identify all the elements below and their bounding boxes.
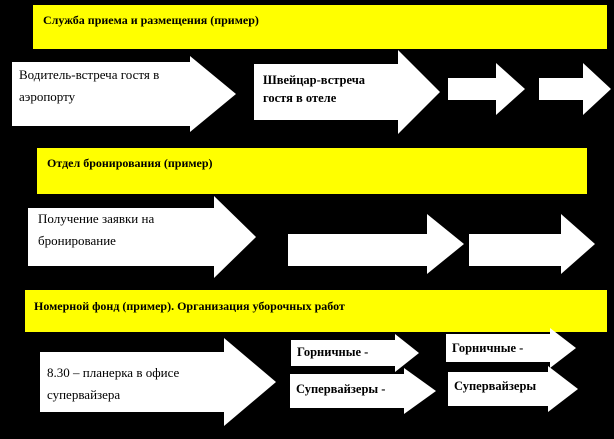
arrow-empty-step [448, 63, 525, 115]
step-label-line: 8.30 – планерка в офисе [47, 365, 180, 380]
arrow-shape [469, 214, 595, 274]
step-label-line: бронирование [38, 233, 116, 248]
step-label-line: Швейцар-встреча [263, 73, 366, 87]
arrow-supervisors: Супервайзеры - [290, 368, 436, 414]
section-band-reception: Служба приема и размещения (пример) [33, 5, 607, 49]
arrow-shape [28, 196, 256, 278]
arrow-shape [288, 214, 464, 274]
arrow-booking-request: Получение заявки на бронирование [28, 196, 256, 278]
step-label-line: аэропорту [19, 89, 76, 104]
arrow-shape [40, 338, 276, 426]
arrow-shape [12, 56, 236, 132]
section-band-housekeeping: Номерной фонд (пример). Организация убор… [25, 290, 607, 332]
section-title-booking: Отдел бронирования (пример) [47, 156, 213, 170]
section-band-booking: Отдел бронирования (пример) [37, 148, 587, 194]
arrow-morning-briefing: 8.30 – планерка в офисе супервайзера [40, 338, 276, 426]
arrow-shape [290, 368, 436, 414]
arrow-empty-step [469, 214, 595, 274]
arrow-shape [448, 366, 578, 412]
arrow-driver-meeting: Водитель-встреча гостя в аэропорту [12, 56, 236, 132]
arrow-housemaids: Горничные - [291, 334, 419, 372]
step-label-line: Горничные - [452, 341, 524, 355]
section-title-reception: Служба приема и размещения (пример) [43, 13, 259, 27]
step-label-line: Водитель-встреча гостя в [19, 67, 160, 82]
arrow-shape [254, 50, 440, 134]
step-label-line: супервайзера [47, 387, 121, 402]
arrow-shape [539, 63, 611, 115]
arrow-supervisors: Супервайзеры [448, 366, 578, 412]
step-label-line: гостя в отеле [263, 91, 337, 105]
arrow-empty-step [288, 214, 464, 274]
step-label-line: Горничные - [297, 345, 369, 359]
arrow-empty-step [539, 63, 611, 115]
arrow-shape [291, 334, 419, 372]
step-label-line: Получение заявки на [38, 211, 155, 226]
step-label-line: Супервайзеры [454, 379, 537, 393]
step-label-line: Супервайзеры - [296, 382, 386, 396]
arrow-shape [448, 63, 525, 115]
arrow-doorman-meeting: Швейцар-встреча гостя в отеле [254, 50, 440, 134]
section-title-housekeeping: Номерной фонд (пример). Организация убор… [34, 299, 345, 313]
arrow-housemaids: Горничные - [446, 328, 576, 368]
arrow-shape [446, 328, 576, 368]
